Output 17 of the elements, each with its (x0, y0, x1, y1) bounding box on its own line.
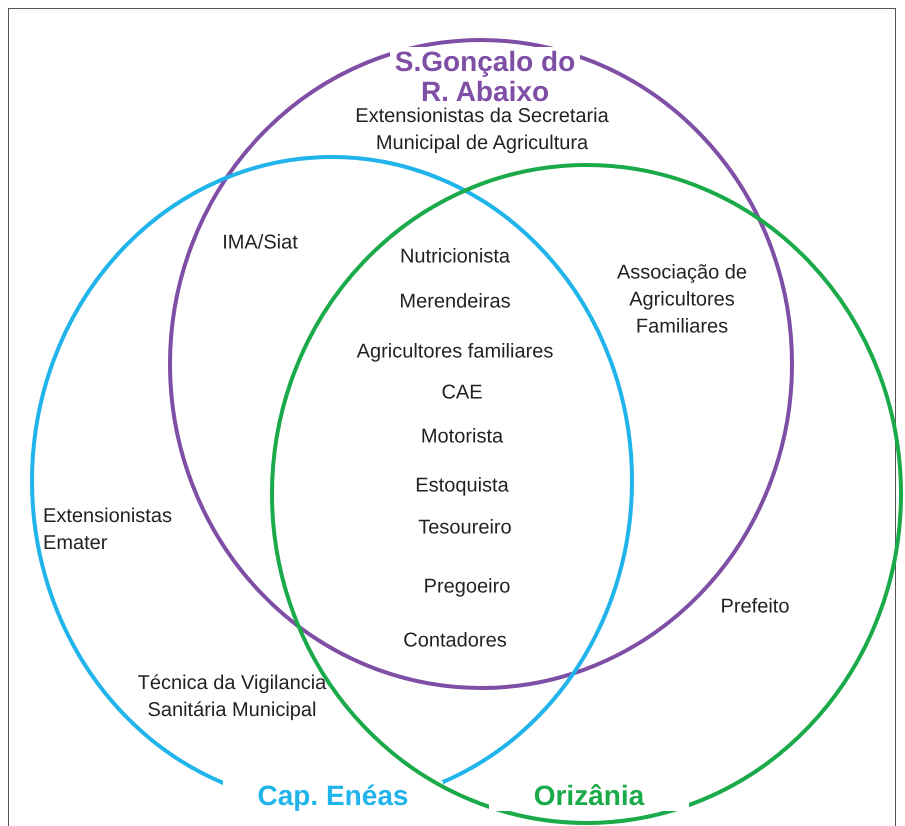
set-title: Orizânia (489, 781, 689, 811)
set-title: Cap. Enéas (223, 781, 443, 811)
member-label: Estoquista (414, 474, 510, 498)
member-label: Motorista (420, 424, 504, 450)
member-label: Prefeito (720, 594, 790, 620)
member-label: Extensionistas Emater (43, 504, 173, 556)
member-label: Tesoureiro (417, 516, 513, 540)
member-label: Associação de Agricultores Familiares (616, 260, 748, 340)
member-label: CAE (440, 380, 484, 406)
member-label: Nutricionista (398, 244, 512, 270)
member-label: Técnica da Vigilancia Sanitária Municipal (136, 671, 328, 723)
member-label: Pregoeiro (422, 574, 512, 600)
member-label: Extensionistas da Secretaria Municipal de Agricultura (354, 104, 610, 156)
member-label: IMA/Siat (221, 230, 299, 256)
member-label: Merendeiras (398, 290, 512, 314)
member-label: Contadores (402, 628, 508, 654)
member-label: Agricultores familiares (356, 340, 554, 364)
